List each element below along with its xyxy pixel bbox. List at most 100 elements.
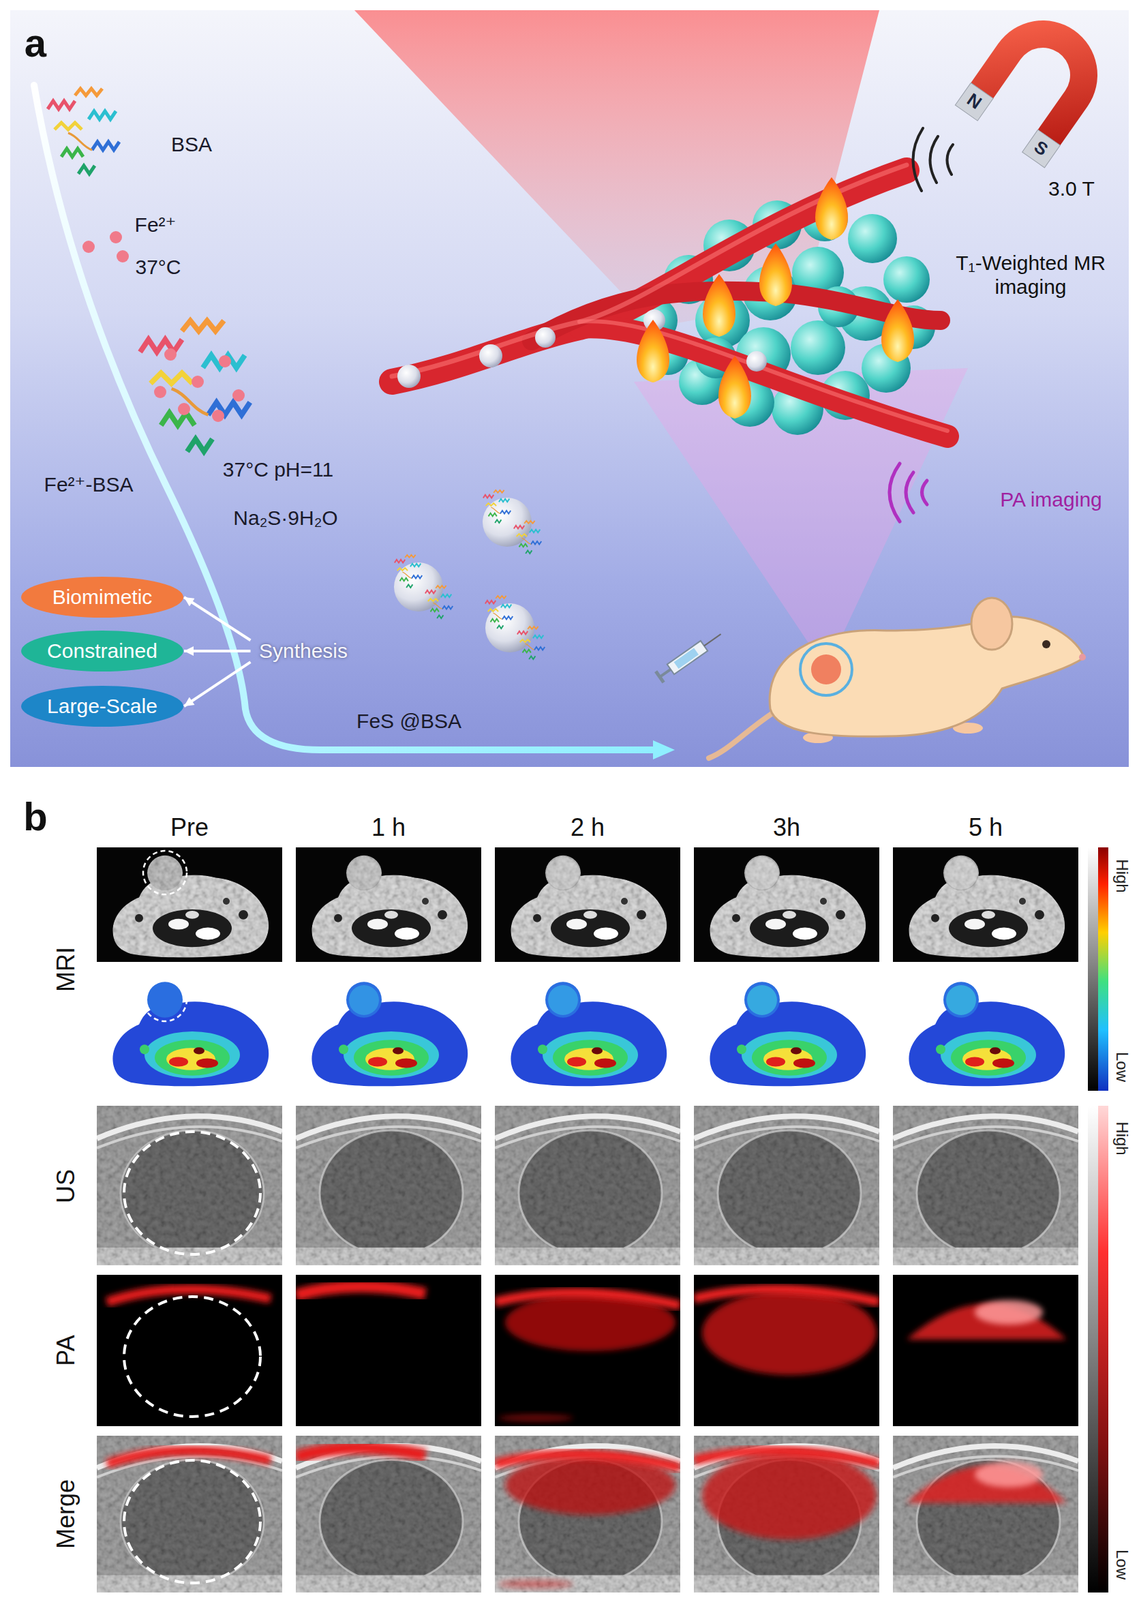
column-header: 1 h [371,813,406,842]
syringe [660,669,671,677]
pa-row [124,1296,261,1417]
merge-row [295,1447,426,1457]
fes-bsa-nanoparticles [513,520,542,554]
us-row [295,1105,482,1266]
us-row [892,1105,1079,1266]
tumor-cells [847,214,898,264]
vessel-nanoparticles [397,364,421,388]
bsa-protein [47,88,120,174]
pa-waves [922,480,928,505]
merge-row [494,1453,681,1589]
pa-row [295,1274,482,1426]
pa-row [96,1274,1079,1426]
mri-gray-row [143,850,187,895]
heat-flames [881,299,915,362]
condition-label: 37°C pH=11 [222,458,334,482]
process-curve [34,85,655,750]
colorbar-label: High [1112,1121,1132,1155]
pa-waves [905,472,914,513]
fe-ions [82,240,95,253]
mri-color-row [348,984,379,1015]
mri-gray-row [96,847,1079,962]
colorbar [1087,847,1099,1091]
process-arrowhead [652,740,675,760]
fe-bsa-protein [177,402,191,416]
mouse [1079,653,1086,661]
mri-color-row [908,981,1065,1086]
merge-row [494,1435,681,1593]
pa-row [693,1288,880,1375]
fes-bsa-nanoparticles [425,585,453,619]
node-text: Large-Scale [47,694,158,719]
mri-gray-row [347,856,381,890]
us-row [96,1105,283,1266]
vessel-nanoparticles [746,351,767,372]
merge-row [693,1435,880,1593]
mouse [971,597,1013,650]
heat-flames [636,177,915,419]
method-ellipse: Large-Scale [20,685,185,728]
node-text: Constrained [47,639,158,664]
blood-vessels [391,164,948,437]
mri-gray-row [944,856,978,890]
column-header: 5 h [968,813,1003,842]
product-label: FeS @BSA [356,709,462,734]
colorbar [1098,847,1109,1091]
heat-flames [815,177,848,240]
colorbar-label: High [1112,858,1132,893]
mri-gray-row [745,856,779,890]
fe-ions [82,231,129,263]
pa-cone [633,368,968,670]
column-header: 3h [772,813,801,842]
row-divider [96,965,1079,969]
mri-color-row [946,984,977,1015]
fes-bsa-nanoparticles [393,490,545,660]
fe-bsa-protein [218,355,232,368]
merge-row [96,1435,1079,1593]
magnet [1022,129,1061,168]
mri-color-row [548,984,579,1015]
mri-gray-row [96,847,283,962]
mri-gray-row [546,856,580,890]
mouse [811,654,842,685]
ellipse-shape [21,685,184,727]
fes-bsa-nanoparticles [485,595,513,629]
us-row [494,1105,681,1266]
pole-label: N [963,89,986,114]
colorbar-label: Low [1112,1051,1132,1082]
colorbar [1087,847,1109,1593]
arrow-connector [184,649,251,653]
mri-gray-row [892,847,1079,962]
magnet [954,0,1119,168]
fe-bsa-protein [140,320,251,452]
mri-gray-row [693,847,880,962]
pa-waves [889,463,928,522]
rf-waves [946,144,953,175]
colorbar [1098,1105,1109,1593]
merge-row [295,1435,482,1593]
colorbar-label: Low [1112,1549,1132,1580]
mouse [769,616,1084,737]
us-row [124,1131,261,1255]
field-strength: 3.0 T [1048,177,1095,202]
merge-row [693,1450,880,1540]
pa-row [892,1274,1079,1426]
imaging-label: T₁-Weighted MR imaging [931,251,1130,299]
pa-row [494,1292,681,1422]
mri-gray-row [295,847,482,962]
mouse [708,712,774,758]
column-header: 2 h [570,813,605,842]
syringe [654,628,725,684]
synthesis-label: Synthesis [253,634,354,668]
mouse [708,597,1086,758]
heat-flames [702,274,736,337]
molecule-label: BSA [171,132,212,157]
rf-waves [929,136,938,183]
syringe [654,670,666,683]
pa-waves [889,463,900,522]
panel-letter: a [24,20,47,67]
syringe [704,633,722,646]
fe-ions [116,250,129,263]
